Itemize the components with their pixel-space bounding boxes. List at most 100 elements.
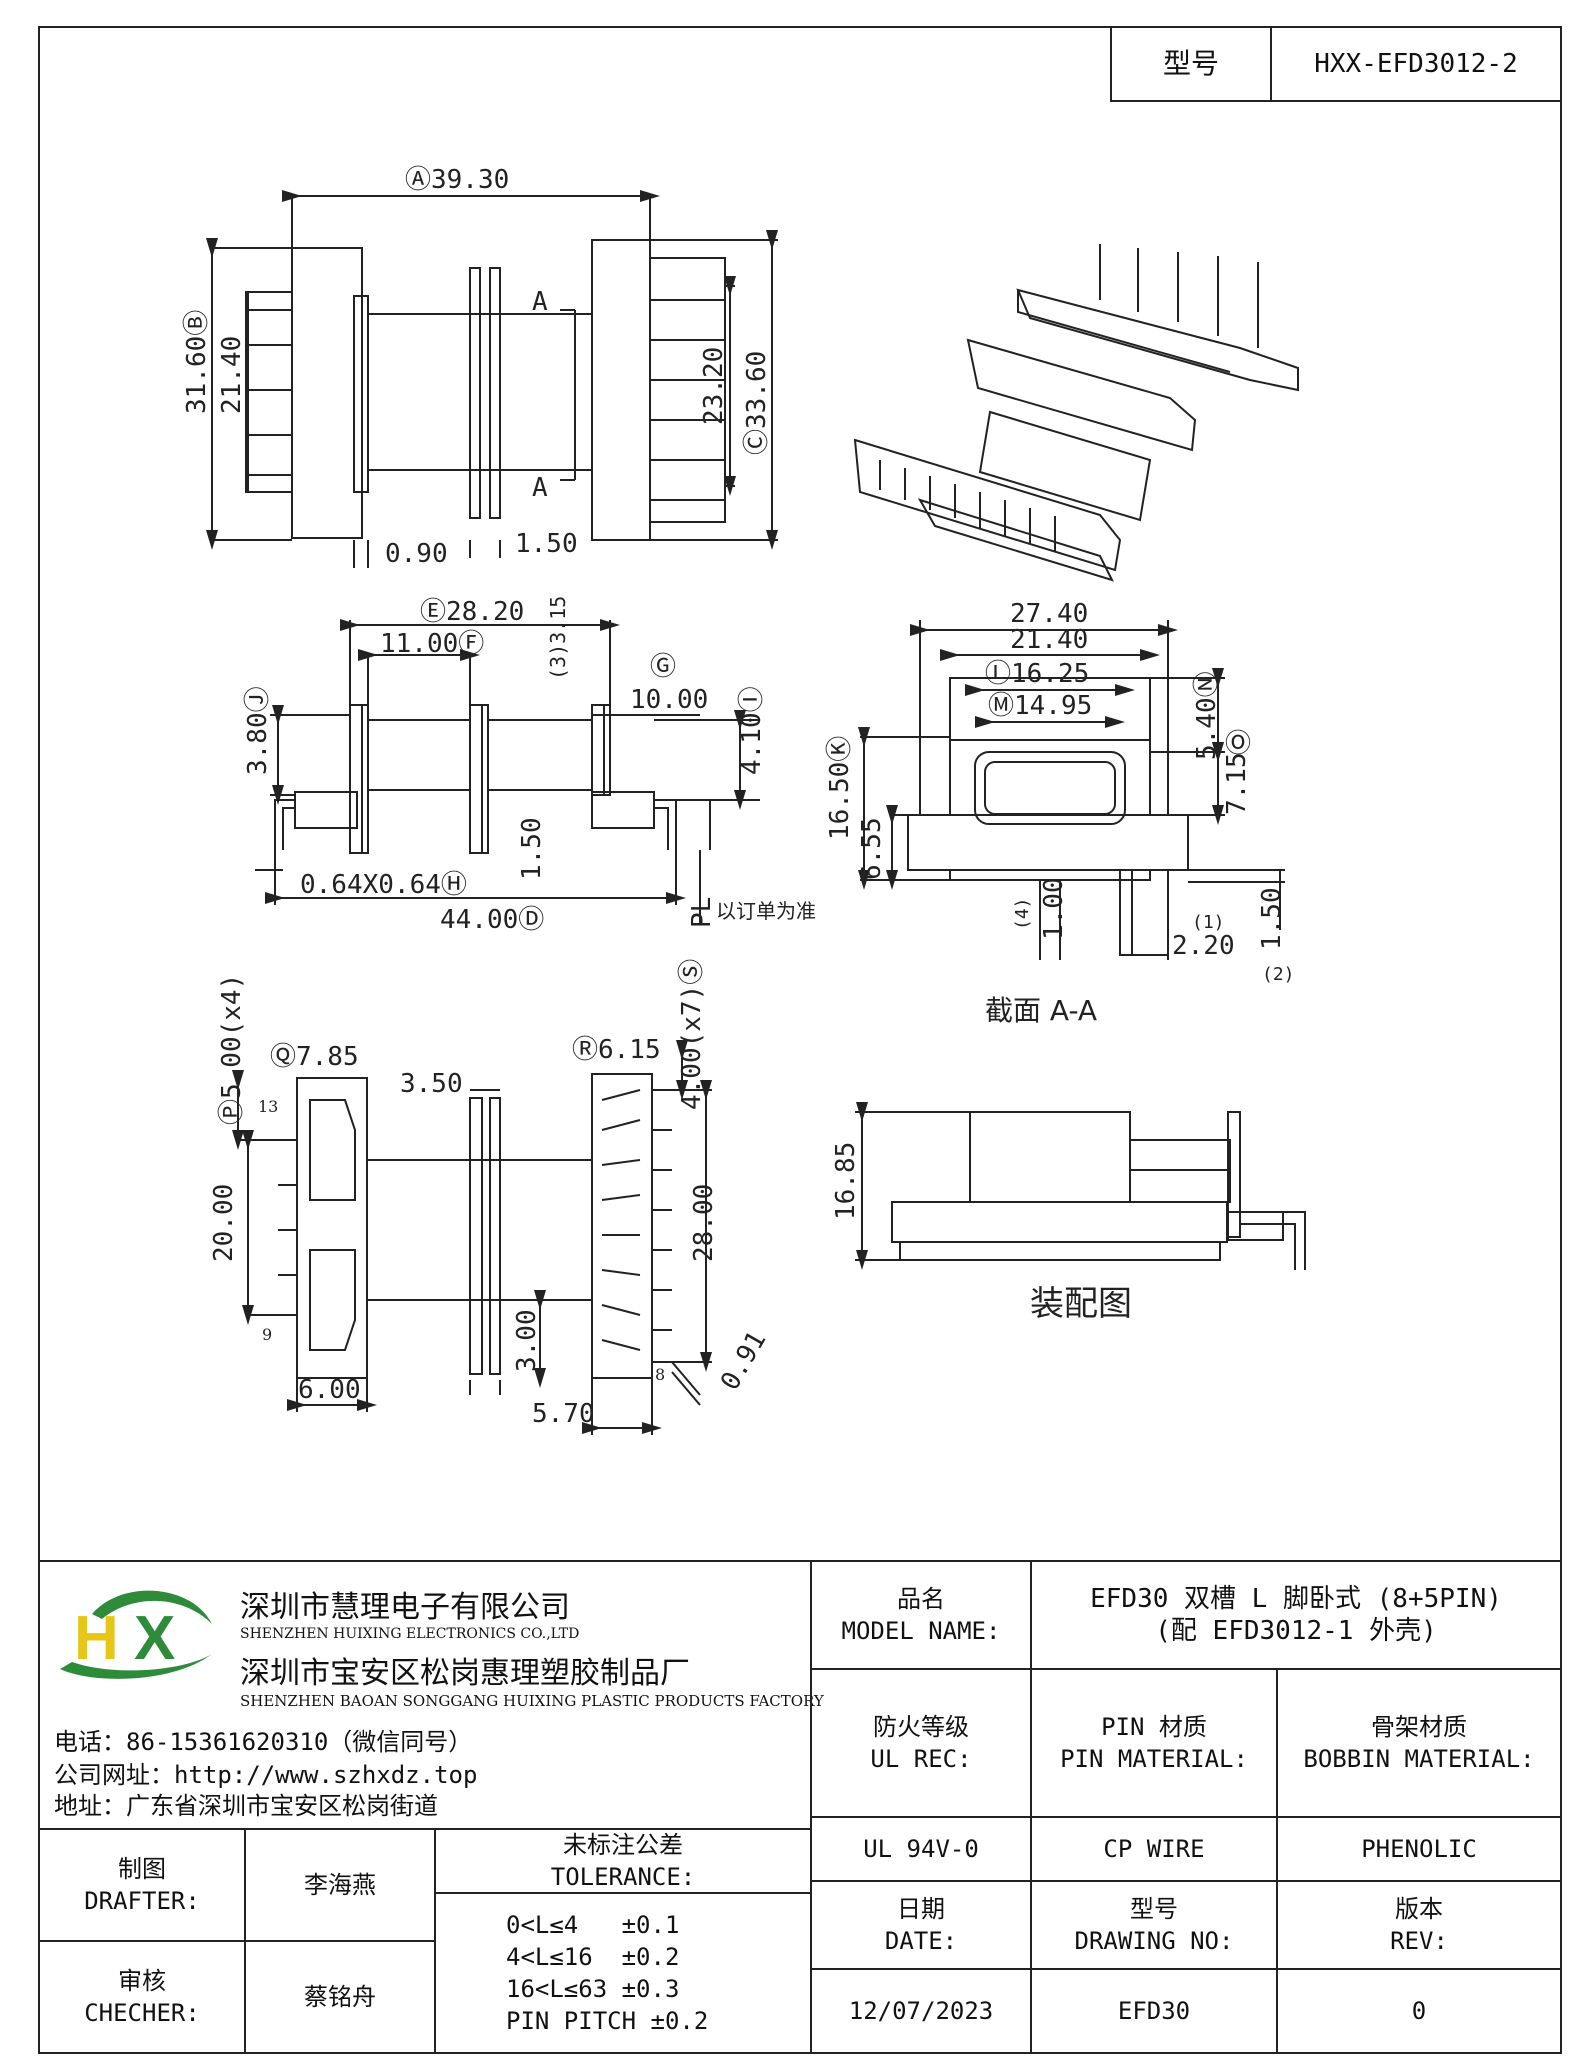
dim-20-00: 20.00 — [209, 1184, 239, 1262]
dim-0-90: 0.90 — [385, 539, 448, 569]
date-label-cell: 日期 DATE: — [810, 1880, 1032, 1970]
logo-swoosh — [60, 1654, 212, 1679]
checker-label-en: CHECHER: — [84, 1999, 200, 2027]
model-value: HXX-EFD3012-2 — [1314, 49, 1518, 79]
dim-5-70: 5.70 — [532, 1399, 595, 1429]
product-name-label-cell: 品名 MODEL NAME: — [810, 1560, 1032, 1670]
order-note: 以订单为准 — [716, 899, 816, 923]
tolerance-row-2: 4<L≤16 ±0.2 — [506, 1943, 680, 1971]
drafter-label-cn: 制图 — [118, 1855, 166, 1883]
dim-C: Ⓒ33.60 — [742, 351, 772, 455]
fire-label-cell: 防火等级 UL REC: — [810, 1668, 1032, 1818]
product-name-value-cell: EFD30 双槽 L 脚卧式 (8+5PIN) (配 EFD3012-1 外壳) — [1030, 1560, 1562, 1670]
dim-I: 4.10Ⓘ — [737, 686, 767, 775]
dim-E: Ⓔ28.20 — [420, 597, 524, 627]
dim-D: 44.00Ⓓ — [440, 905, 544, 935]
assembly-caption: 装配图 — [1030, 1284, 1132, 1324]
rev-value: 0 — [1411, 1997, 1427, 2025]
bobbin-3d-view — [853, 244, 1299, 582]
dim-3-15: (3)3.15 — [546, 596, 570, 680]
pin-value: CP WIRE — [1103, 1835, 1205, 1863]
fire-label-en: UL REC: — [870, 1745, 972, 1773]
bottom-view — [232, 1040, 712, 1435]
dim-F: 11.00Ⓕ — [380, 629, 484, 659]
company-name: 深圳市慧理电子有限公司 — [240, 1590, 570, 1625]
dim-2-20: 2.20 — [1172, 931, 1235, 961]
svg-text:X: X — [134, 1604, 175, 1673]
top-view — [206, 190, 778, 568]
dim-K: 16.50Ⓚ — [825, 736, 855, 840]
dim-R: Ⓡ6.15 — [572, 1035, 661, 1065]
dim-Q: Ⓠ7.85 — [270, 1042, 359, 1072]
section-mark-top: A — [532, 287, 548, 317]
company-block: H X 深圳市慧理电子有限公司 SHENZHEN HUIXING ELECTRO… — [40, 1562, 824, 1830]
dim-16-85: 16.85 — [831, 1142, 861, 1220]
pin-label-cell: PIN 材质 PIN MATERIAL: — [1030, 1668, 1278, 1818]
bobbin-value-cell: PHENOLIC — [1276, 1816, 1562, 1882]
section-mark-bottom: A — [532, 473, 548, 503]
dim-O: Ⓞ — [1225, 729, 1251, 759]
model-label: 型号 — [1162, 47, 1219, 80]
pin-value-cell: CP WIRE — [1030, 1816, 1278, 1882]
factory-name: 深圳市宝安区松岗惠理塑胶制品厂 — [240, 1656, 690, 1691]
tolerance-row-4: PIN PITCH ±0.2 — [506, 2007, 709, 2035]
note-2: (2) — [1262, 964, 1295, 985]
note-4: (4) — [1012, 897, 1033, 930]
tolerance-row-1: 0<L≤4 ±0.1 — [506, 1911, 680, 1939]
checker-value: 蔡铭舟 — [304, 1983, 376, 2011]
drawing-label-cell: 型号 DRAWING NO: — [1030, 1880, 1278, 1970]
drafter-value-cell: 李海燕 — [244, 1828, 436, 1942]
dim-1-50: 1.50 — [515, 529, 578, 559]
company-name-en: SHENZHEN HUIXING ELECTRONICS CO.,LTD — [240, 1626, 580, 1642]
tolerance-values-cell: 0<L≤4 ±0.1 4<L≤16 ±0.2 16<L≤63 ±0.3 PIN … — [434, 1892, 812, 2054]
assembly-view — [855, 1102, 1306, 1270]
dim-L: Ⓛ16.25 — [985, 659, 1089, 689]
side-view — [255, 619, 760, 925]
drawing-label-cn: 型号 — [1130, 1895, 1178, 1923]
rev-label-cell: 版本 REV: — [1276, 1880, 1562, 1970]
dim-G: Ⓖ — [650, 652, 676, 682]
product-name-label-cn: 品名 — [897, 1585, 945, 1613]
dim-1-50-section: 1.50 — [1257, 887, 1287, 950]
model-value-cell: HXX-EFD3012-2 — [1270, 26, 1562, 102]
drawing-value: EFD30 — [1117, 1997, 1191, 2025]
technical-drawing: Ⓐ39.30 31.60Ⓑ 21.40 23.20 Ⓒ33.60 0.90 1.… — [182, 165, 1306, 1435]
dim-B: 31.60Ⓑ — [182, 310, 212, 414]
dim-27-40: 27.40 — [1010, 599, 1088, 629]
tolerance-label-cn: 未标注公差 — [563, 1831, 683, 1859]
dim-7-15: 7.15 — [1222, 752, 1252, 815]
tolerance-label-cell: 未标注公差 TOLERANCE: — [434, 1828, 812, 1894]
dim-6-00: 6.00 — [298, 1375, 361, 1405]
pin-13: 13 — [258, 1097, 278, 1116]
product-name-value-note: (配 EFD3012-1 外壳) — [1155, 1616, 1437, 1646]
pl-label: PL — [687, 897, 717, 928]
date-label-en: DATE: — [884, 1927, 958, 1955]
company-logo: H X — [60, 1590, 212, 1679]
section-view — [858, 620, 1285, 960]
dim-1-00: 1.00 — [1039, 877, 1069, 940]
pin-label-cn: PIN 材质 — [1101, 1713, 1207, 1741]
factory-name-en: SHENZHEN BAOAN SONGGANG HUIXING PLASTIC … — [240, 1692, 824, 1710]
website: 公司网址：http://www.szhxdz.top — [54, 1761, 478, 1789]
rev-value-cell: 0 — [1276, 1968, 1562, 2054]
drafter-label-en: DRAFTER: — [84, 1887, 200, 1915]
dim-A: Ⓐ39.30 — [405, 165, 509, 195]
fire-label-cn: 防火等级 — [873, 1713, 969, 1741]
drawing-value-cell: EFD30 — [1030, 1968, 1278, 2054]
dim-23-20: 23.20 — [699, 347, 729, 425]
bobbin-label-cell: 骨架材质 BOBBIN MATERIAL: — [1276, 1668, 1562, 1818]
drafter-value: 李海燕 — [304, 1871, 376, 1899]
dim-21-40: 21.40 — [217, 336, 247, 414]
date-value-cell: 12/07/2023 — [810, 1968, 1032, 2054]
product-name-label-en: MODEL NAME: — [841, 1617, 1001, 1645]
date-label-cn: 日期 — [897, 1895, 945, 1923]
dim-S: 4.00(x7)Ⓢ — [677, 959, 707, 1110]
note-1: (1) — [1192, 912, 1225, 933]
dim-10-00: 10.00 — [630, 685, 708, 715]
dim-3-50: 3.50 — [400, 1069, 463, 1099]
dim-6-55: 6.55 — [857, 817, 887, 880]
dim-3-00: 3.00 — [512, 1309, 542, 1372]
date-value: 12/07/2023 — [848, 1997, 994, 2025]
logo-text: H — [74, 1604, 119, 1673]
dim-1-50-side: 1.50 — [517, 817, 547, 880]
